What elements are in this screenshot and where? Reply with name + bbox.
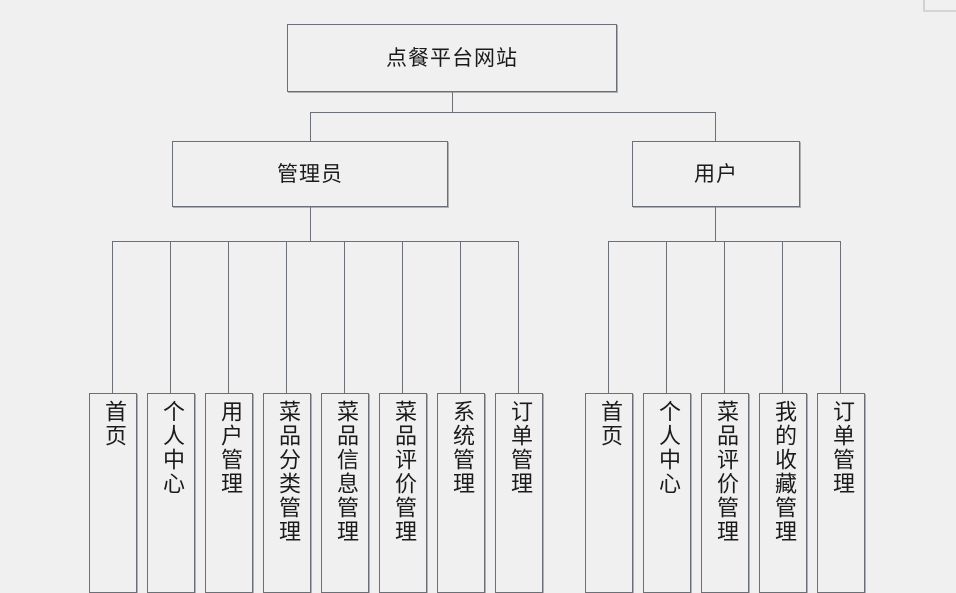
node-admin-leaf-3-label: 用户管理 <box>217 400 242 496</box>
node-user-leaf-1[interactable]: 首页 <box>585 393 633 593</box>
connector-user-drop-5 <box>840 241 841 393</box>
connector-admin-drop-6 <box>402 241 403 393</box>
connector-user-drop-4 <box>782 241 783 393</box>
node-root[interactable]: 点餐平台网站 <box>287 24 617 92</box>
node-admin-leaf-2[interactable]: 个人中心 <box>147 393 195 593</box>
node-admin-leaf-4[interactable]: 菜品分类管理 <box>263 393 311 593</box>
connector-admin-drop-2 <box>170 241 171 393</box>
node-user-label: 用户 <box>694 162 738 186</box>
connector-root-bus <box>310 112 716 113</box>
node-admin-leaf-7-label: 系统管理 <box>449 400 474 496</box>
node-admin-leaf-1[interactable]: 首页 <box>89 393 137 593</box>
connector-user-drop-2 <box>666 241 667 393</box>
node-user-leaf-3[interactable]: 菜品评价管理 <box>701 393 749 593</box>
connector-admin-bus <box>112 241 519 242</box>
node-user-leaf-5[interactable]: 订单管理 <box>817 393 865 593</box>
node-user-leaf-5-label: 订单管理 <box>829 400 854 496</box>
connector-root-stem <box>452 92 453 112</box>
node-user-leaf-4[interactable]: 我的收藏管理 <box>759 393 807 593</box>
node-admin-label: 管理员 <box>277 162 343 186</box>
node-admin-leaf-5-label: 菜品信息管理 <box>333 400 358 544</box>
connector-admin-drop-3 <box>228 241 229 393</box>
node-admin-leaf-4-label: 菜品分类管理 <box>275 400 300 544</box>
node-admin-leaf-2-label: 个人中心 <box>159 400 184 496</box>
connector-admin-drop-7 <box>460 241 461 393</box>
node-admin-leaf-3[interactable]: 用户管理 <box>205 393 253 593</box>
node-admin-leaf-1-label: 首页 <box>101 400 126 448</box>
connector-drop-user <box>715 112 716 141</box>
corner-frame-fragment <box>923 0 956 12</box>
node-admin-leaf-8[interactable]: 订单管理 <box>495 393 543 593</box>
node-admin[interactable]: 管理员 <box>172 141 448 207</box>
node-user-leaf-3-label: 菜品评价管理 <box>713 400 738 544</box>
connector-admin-drop-1 <box>112 241 113 393</box>
node-user[interactable]: 用户 <box>632 141 800 207</box>
node-root-label: 点餐平台网站 <box>386 46 518 70</box>
node-admin-leaf-7[interactable]: 系统管理 <box>437 393 485 593</box>
node-user-leaf-4-label: 我的收藏管理 <box>771 400 796 544</box>
node-admin-leaf-8-label: 订单管理 <box>507 400 532 496</box>
node-admin-leaf-6-label: 菜品评价管理 <box>391 400 416 544</box>
connector-drop-admin <box>310 112 311 141</box>
connector-admin-drop-5 <box>344 241 345 393</box>
node-admin-leaf-6[interactable]: 菜品评价管理 <box>379 393 427 593</box>
node-admin-leaf-5[interactable]: 菜品信息管理 <box>321 393 369 593</box>
node-user-leaf-2-label: 个人中心 <box>655 400 680 496</box>
connector-user-drop-3 <box>724 241 725 393</box>
site-structure-diagram: 点餐平台网站 管理员 用户 首页 个人中心 用户管理 菜品分类管理 菜品信息管理… <box>89 0 956 593</box>
node-user-leaf-1-label: 首页 <box>597 400 622 448</box>
connector-user-drop-1 <box>608 241 609 393</box>
node-user-leaf-2[interactable]: 个人中心 <box>643 393 691 593</box>
connector-user-stem <box>715 207 716 241</box>
connector-admin-drop-8 <box>518 241 519 393</box>
connector-admin-drop-4 <box>286 241 287 393</box>
connector-admin-stem <box>310 207 311 241</box>
